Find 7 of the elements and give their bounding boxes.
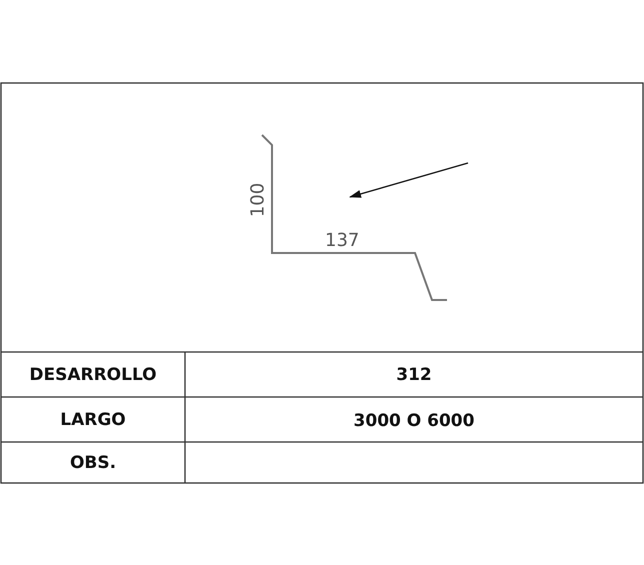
row-value: 312 bbox=[396, 365, 432, 385]
dimension-text: 137 bbox=[325, 230, 360, 251]
row-label: LARGO bbox=[60, 410, 126, 430]
row-label: DESARROLLO bbox=[29, 365, 157, 385]
dimension-text: 100 bbox=[248, 182, 268, 218]
row-label: OBS. bbox=[70, 453, 116, 473]
row-value: 3000 O 6000 bbox=[354, 411, 474, 431]
